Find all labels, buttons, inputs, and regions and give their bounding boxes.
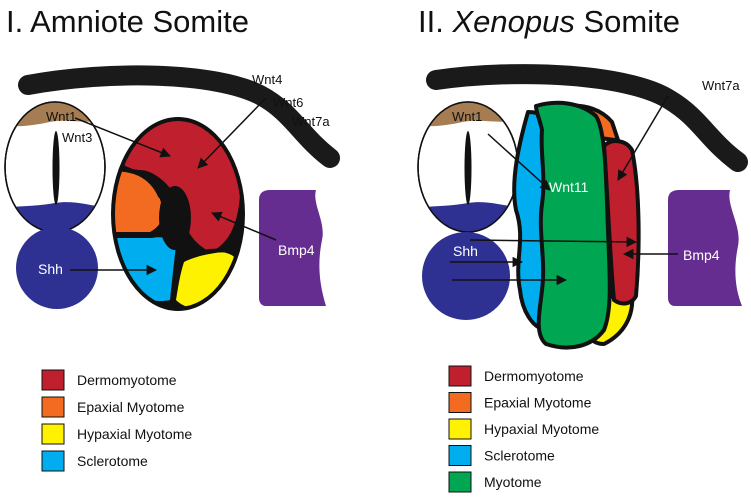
legend-item: Epaxial Myotome [41,396,185,418]
bmp4-lateral-plate-2 [668,190,742,306]
legend-label: Dermomyotome [484,368,584,384]
legend-label: Dermomyotome [77,372,177,388]
label-bmp4-2: Bmp4 [683,247,720,263]
label-wnt7a: Wnt7a [292,114,330,129]
label-wnt11-2: Wnt11 [549,179,589,195]
legend-item: Sclerotome [41,450,148,472]
legend-swatch [448,445,472,466]
legend-label: Hypaxial Myotome [77,426,192,442]
panel2-title-italic: Xenopus [451,4,574,39]
label-shh: Shh [38,261,63,277]
arrow-wnt1-2 [487,133,551,191]
panel2-title-prefix: II. [418,4,452,39]
amniote-somite [111,117,245,311]
legend-item: Hypaxial Myotome [41,423,192,445]
legend-item: Epaxial Myotome [448,392,592,413]
legend-label: Sclerotome [77,453,148,469]
label-bmp4: Bmp4 [278,242,315,258]
arrow-shh-dermo-2 [469,236,638,248]
legend-swatch [448,418,472,440]
shh-notochord-2 [422,232,510,320]
label-wnt1-2: Wnt1 [452,109,482,124]
arrow-bmp4 [211,211,277,241]
panel2-title: II. Xenopus Somite [418,4,680,39]
panel1-title: I. Amniote Somite [6,4,249,39]
legend-label: Epaxial Myotome [77,399,185,415]
panel-xenopus: II. Xenopus Somite [417,4,748,350]
legend-label: Epaxial Myotome [484,395,592,411]
panel2-title-suffix: Somite [575,4,680,39]
epaxial-myotome-region [115,171,164,232]
label-wnt7a-2: Wnt7a [702,78,740,93]
legend-item: Myotome [448,471,542,493]
legend-item: Hypaxial Myotome [448,418,599,440]
neural-tube-2 [417,101,519,233]
sclerotome-region [115,237,178,301]
legend-swatch [448,471,472,493]
legend-swatch [41,423,65,445]
neural-lumen [52,131,60,205]
legend-swatch [41,450,65,472]
arrow-wnt7a-2 [617,95,669,181]
legend-swatch [41,369,65,391]
label-wnt3: Wnt3 [62,130,92,145]
legend-swatch [448,365,472,387]
label-shh-2: Shh [453,243,478,259]
ectoderm-band-2 [426,64,748,172]
somitocoel [159,186,191,250]
ectoderm-band [18,65,340,168]
dermomyotome-region [118,121,241,252]
legend-swatch [448,392,472,413]
shh-notochord [16,227,98,309]
label-wnt1: Wnt1 [46,109,76,124]
myotome-region-2 [534,100,612,350]
xenopus-somite [512,100,641,350]
panel-amniote: I. Amniote Somite [4,4,340,311]
legend-label: Hypaxial Myotome [484,421,599,437]
bmp4-lateral-plate [259,190,326,306]
legend-swatch [41,396,65,418]
label-wnt6: Wnt6 [273,95,303,110]
legend-label: Sclerotome [484,448,555,464]
arrow-wnt4-6-7a [197,97,267,169]
neural-lumen-2 [464,131,472,205]
legend-item: Sclerotome [448,445,555,466]
legend-label: Myotome [484,474,542,490]
label-wnt4: Wnt4 [252,72,282,87]
legend-item: Dermomyotome [448,365,584,387]
legend-item: Dermomyotome [41,369,177,391]
arrow-wnt1 [74,117,171,158]
